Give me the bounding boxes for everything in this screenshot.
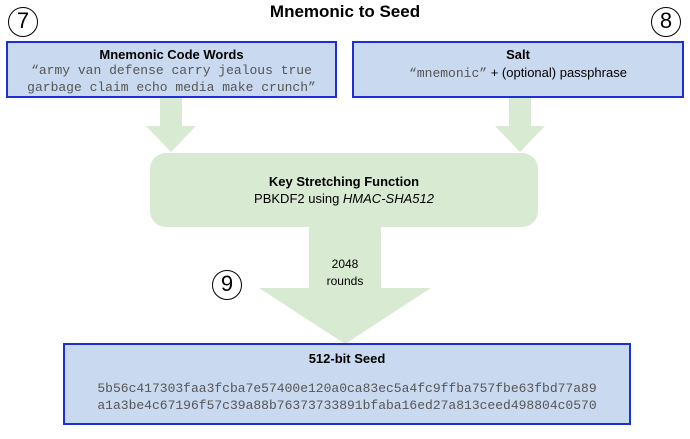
arrow-salt-to-kdf (495, 98, 545, 152)
step-9-badge: 9 (212, 270, 242, 300)
salt-box-title: Salt (506, 47, 530, 62)
rounds-unit: rounds (326, 274, 364, 288)
arrow-kdf-to-seed (259, 227, 431, 344)
salt-formula: “mnemonic” + (optional) passphrase (354, 65, 682, 82)
kdf-label: Key Stretching Function PBKDF2 using HMA… (150, 174, 538, 206)
mnemonic-line-2: garbage claim echo media make crunch” (27, 80, 316, 95)
seed-box-title: 512-bit Seed (308, 351, 386, 366)
salt-plus: + (490, 65, 499, 80)
kdf-prefix: PBKDF2 using (254, 191, 343, 206)
diagram-title: Mnemonic to Seed (269, 2, 421, 21)
step-8-badge: 8 (651, 7, 681, 37)
kdf-subtitle: PBKDF2 using HMAC-SHA512 (150, 191, 538, 206)
seed-box: 512-bit Seed 5b56c417303faa3fcba7e57400e… (63, 343, 631, 425)
rounds-count: 2048 (331, 257, 359, 271)
rounds-label: 2048 rounds (309, 256, 381, 290)
salt-passphrase: (optional) passphrase (501, 65, 627, 80)
kdf-title: Key Stretching Function (268, 174, 420, 189)
mnemonic-line-1: “army van defense carry jealous true (31, 63, 312, 78)
salt-literal: “mnemonic” (409, 66, 488, 81)
salt-box: Salt “mnemonic” + (optional) passphrase (352, 41, 684, 98)
kdf-algorithm: HMAC-SHA512 (342, 191, 434, 206)
kdf-box (150, 153, 538, 227)
arrow-mnemonic-to-kdf (146, 98, 196, 152)
seed-line-2: a1a3be4c67196f57c39a88b76373733891bfaba1… (97, 398, 597, 413)
seed-line-1: 5b56c417303faa3fcba7e57400e120a0ca83ec5a… (97, 381, 597, 396)
mnemonic-box: Mnemonic Code Words “army van defense ca… (6, 41, 337, 98)
step-7-badge: 7 (8, 7, 38, 37)
mnemonic-box-title: Mnemonic Code Words (99, 47, 244, 62)
